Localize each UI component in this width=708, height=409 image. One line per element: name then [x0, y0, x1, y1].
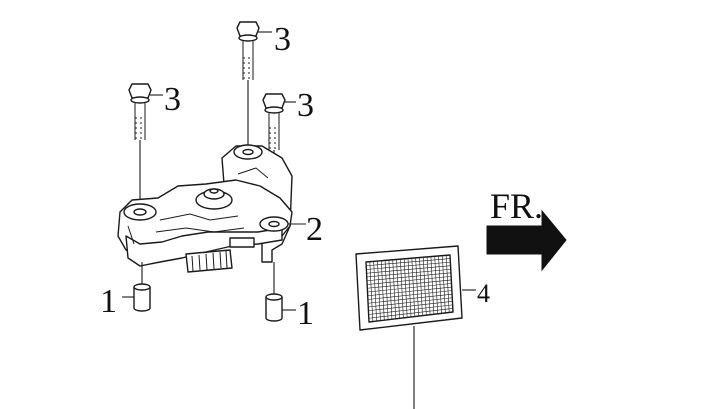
mesh-line: [367, 290, 452, 300]
mesh-line: [366, 258, 451, 267]
callout-4: 4: [477, 279, 490, 308]
mesh-line: [368, 304, 453, 315]
mesh-line: [366, 272, 451, 282]
mesh-line: [367, 276, 452, 285]
mesh-line: [368, 293, 453, 304]
mesh-line: [367, 283, 452, 293]
mesh-line: [368, 308, 453, 319]
mesh-line: [366, 261, 451, 270]
oil-pump-body: [117, 144, 306, 273]
mesh-line: [368, 301, 453, 312]
direction-label: FR.: [490, 186, 543, 226]
callout-1-right: 1: [297, 295, 314, 332]
mesh-line: [366, 268, 451, 278]
bolt-left: [128, 83, 163, 205]
mesh-line: [368, 297, 453, 308]
mesh-line: [366, 265, 451, 274]
dowel-pin-left: [122, 262, 151, 312]
mesh-line: [367, 279, 452, 289]
oil-strainer-screen: [355, 245, 476, 409]
callout-1-left: 1: [100, 283, 117, 320]
mesh-line: [367, 286, 452, 297]
callout-3-right: 3: [297, 87, 314, 124]
dowel-pin-right: [265, 262, 296, 322]
strainer-mesh: [366, 255, 453, 322]
bolt-top: [236, 21, 272, 150]
callout-3-top: 3: [274, 21, 291, 58]
callout-2: 2: [306, 211, 323, 248]
callout-3-left: 3: [164, 81, 181, 118]
front-direction-arrow: [486, 209, 567, 272]
